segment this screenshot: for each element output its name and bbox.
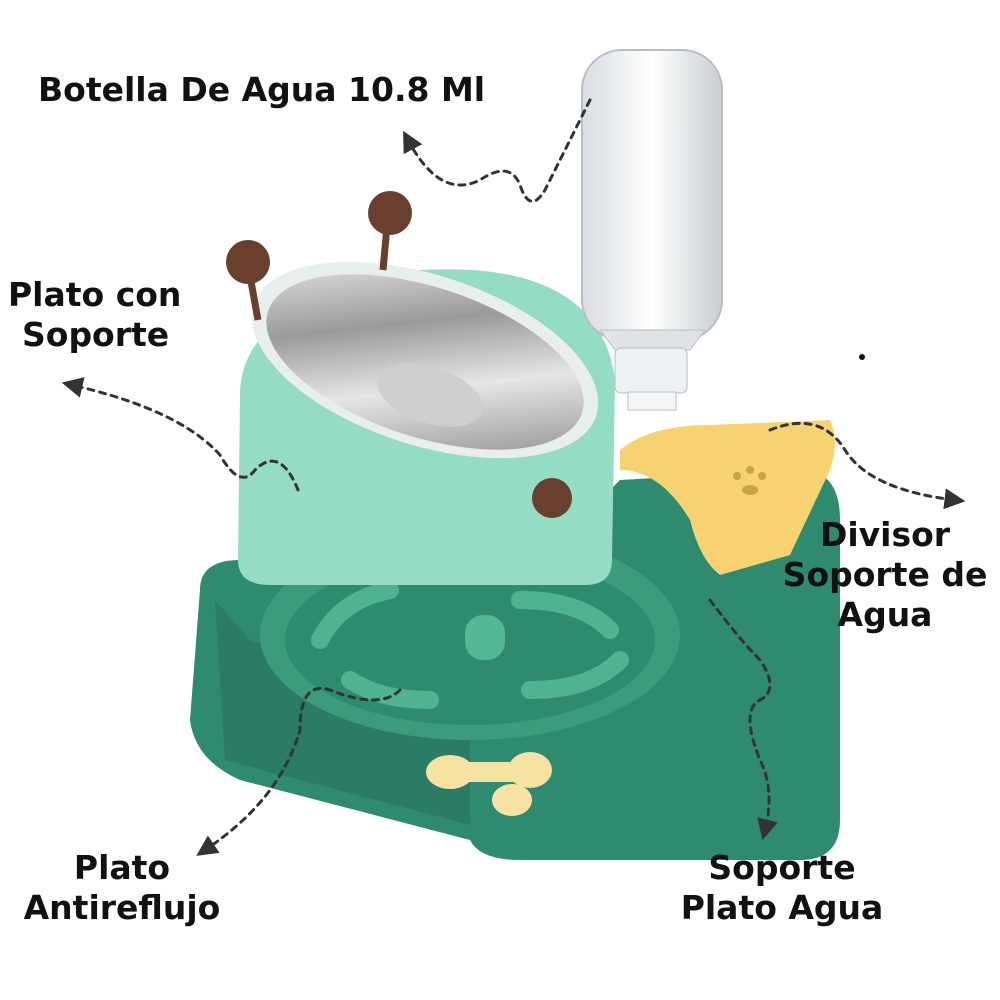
label-anti-reflux-plate-line-1: Plato	[73, 848, 171, 887]
label-water-divider-line-1: Divisor	[819, 515, 951, 554]
label-plate-with-stand-line-1: Plato con	[8, 275, 182, 314]
label-water-divider-line-3: Agua	[837, 595, 933, 634]
arrow-antireflujo	[196, 687, 402, 856]
label-water-bottle: Botella De Agua 10.8 Ml	[38, 70, 485, 110]
bone-decoration	[426, 752, 552, 816]
arrow-divisor	[768, 421, 966, 510]
water-divider	[620, 420, 835, 575]
label-water-plate-stand-line-2: Plato Agua	[680, 888, 884, 927]
label-plate-with-stand-line-2: Soporte	[22, 315, 170, 354]
label-water-bottle-text: Botella De Agua 10.8 Ml	[38, 70, 486, 109]
label-anti-reflux-plate-line-2: Antireflujo	[23, 888, 221, 927]
label-water-plate-stand-line-1: Soporte	[708, 848, 856, 887]
arrow-plate	[61, 377, 300, 492]
label-anti-reflux-plate: Plato Antireflujo	[22, 848, 222, 928]
arrow-bottle	[403, 98, 592, 203]
arrow-soporte	[708, 598, 778, 841]
water-bottle	[581, 49, 723, 411]
label-water-divider-line-2: Soporte de	[782, 555, 988, 594]
speck-dot	[859, 354, 865, 360]
label-plate-with-stand: Plato con Soporte	[8, 275, 181, 355]
label-water-divider: Divisor Soporte de Agua	[778, 515, 992, 635]
label-water-plate-stand: Soporte Plato Agua	[668, 848, 896, 928]
bowl-with-stand	[226, 191, 615, 585]
